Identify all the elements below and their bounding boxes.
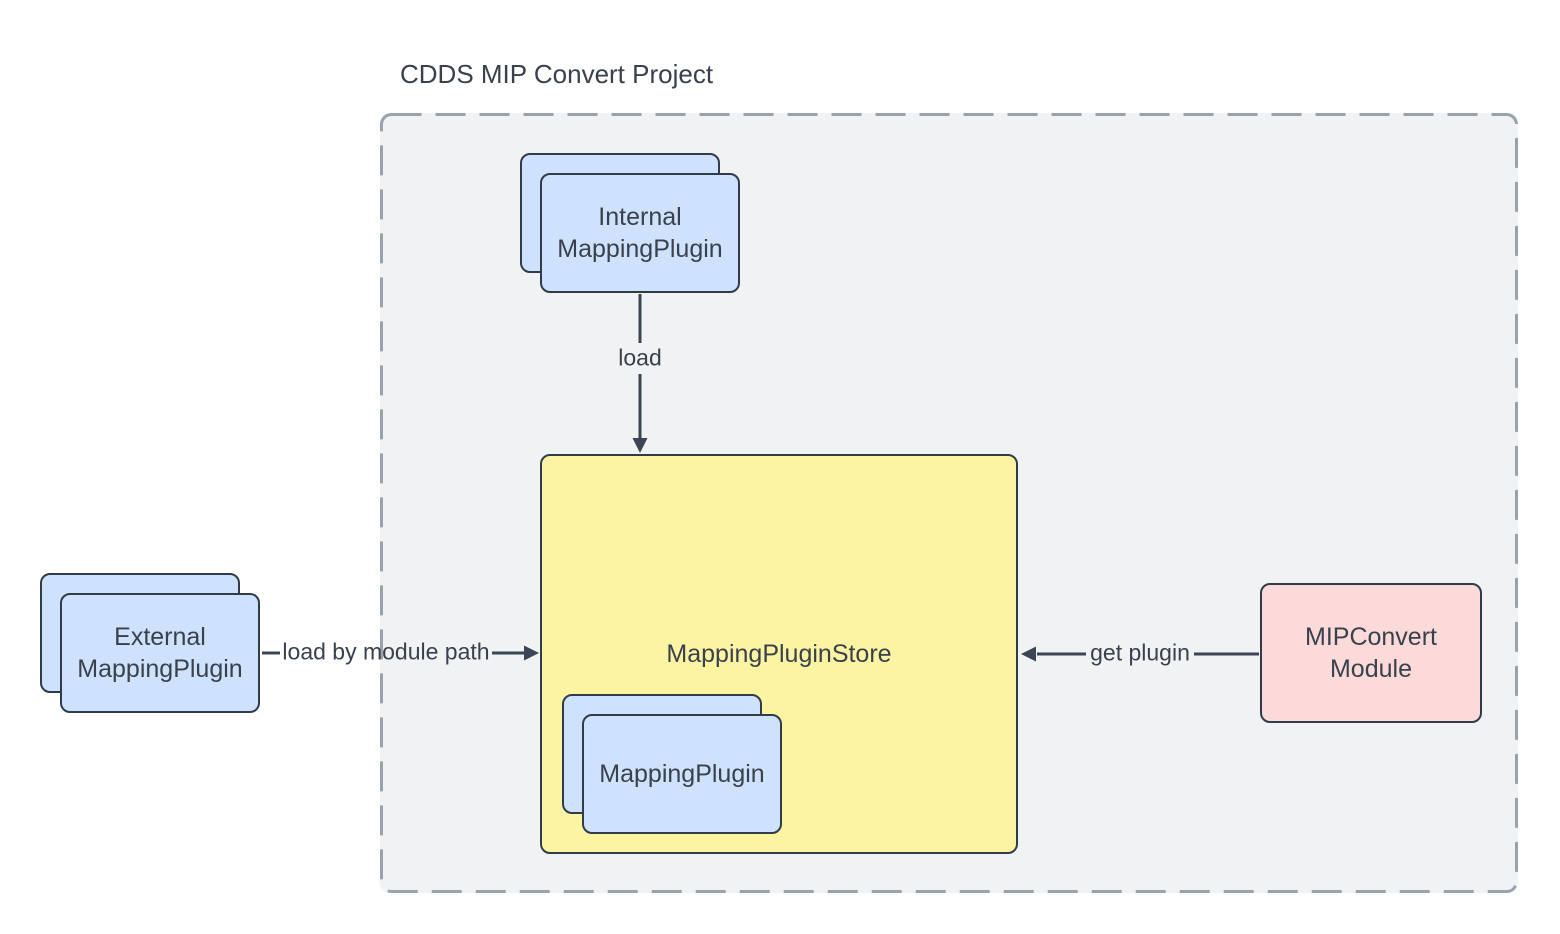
node-external-mapping-plugin: External MappingPlugin xyxy=(60,593,260,713)
diagram-title: CDDS MIP Convert Project xyxy=(400,59,714,89)
node-mipconvert-module-label: MIPConvert Module xyxy=(1305,622,1437,684)
node-mapping-plugin: MappingPlugin xyxy=(582,714,782,834)
edge-label-load: load xyxy=(618,344,662,371)
edge-label-load-by-module-path: load by module path xyxy=(282,638,490,665)
node-external-mapping-plugin-label: External MappingPlugin xyxy=(77,622,243,684)
node-mapping-plugin-label: MappingPlugin xyxy=(599,759,765,788)
node-internal-mapping-plugin: Internal MappingPlugin xyxy=(540,173,740,293)
node-internal-mapping-plugin-label: Internal MappingPlugin xyxy=(557,202,723,264)
node-mapping-plugin-store-label: MappingPluginStore xyxy=(666,639,892,668)
node-mapping-plugin-store: MappingPluginStore MappingPlugin xyxy=(540,454,1018,854)
node-mipconvert-module: MIPConvert Module xyxy=(1260,583,1482,723)
edge-label-get-plugin: get plugin xyxy=(1090,639,1190,666)
